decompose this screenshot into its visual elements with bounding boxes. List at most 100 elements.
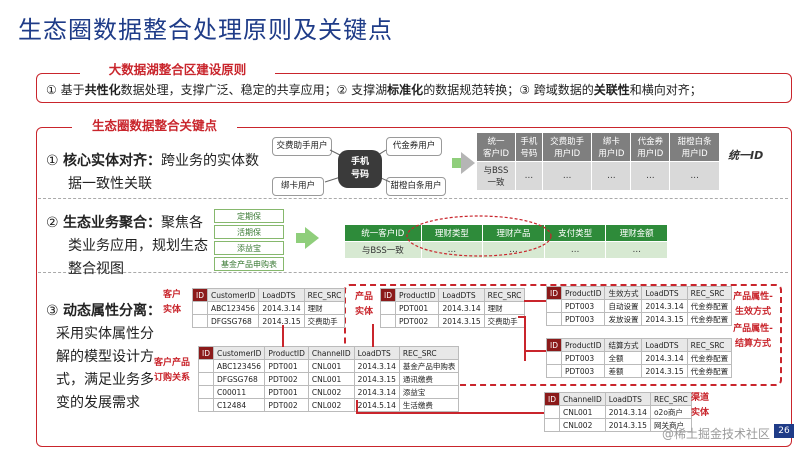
- aggregation-cell: …: [482, 241, 545, 259]
- table-cell: 2014.3.14: [438, 301, 485, 315]
- table-cell: 理财: [483, 301, 526, 315]
- table-cell: CNL002: [559, 418, 606, 432]
- table-header-cell: ID: [546, 286, 562, 300]
- connector-line: [524, 300, 546, 302]
- section3-label: ③ 动态属性分离：: [46, 303, 162, 319]
- table-cell: 添益宝: [398, 385, 460, 399]
- table-cell: PDT003: [560, 351, 606, 365]
- unified-id-header-cell: 交费助手用户ID: [541, 132, 593, 162]
- principle-box: [36, 73, 792, 103]
- table-cell: 通讯缴费: [398, 372, 460, 386]
- customer-entity-label: 客户实体: [162, 290, 181, 315]
- table-cell: DFGSG768: [206, 314, 260, 328]
- table-cell: CNL001: [307, 359, 355, 373]
- divider: [38, 198, 788, 199]
- principle-text-part: 和横向对齐；: [629, 83, 702, 97]
- entity-chip: 代金券用户: [386, 137, 442, 156]
- connector-line: [524, 350, 546, 352]
- table-cell: 交费助手: [303, 314, 346, 328]
- table-header-cell: LoadDTS: [438, 288, 485, 302]
- section3-desc: 采用实体属性分解的模型设计方式，满足业务多变的发展需求: [56, 326, 154, 411]
- connector-line: [518, 316, 526, 318]
- aggregation-header-cell: 统一客户ID: [344, 224, 422, 242]
- table-cell: o2o商户: [649, 405, 692, 419]
- table-cell: PDT002: [264, 398, 309, 412]
- unified-id-header-cell: 统一客户ID: [476, 132, 516, 162]
- connector-line: [282, 325, 284, 347]
- table-cell: 2014.5.14: [353, 398, 400, 412]
- business-item: 添益宝: [214, 241, 284, 255]
- business-item: 定期保: [214, 209, 284, 223]
- table-cell: CNL002: [307, 398, 355, 412]
- table-cell: 2014.3.15: [604, 418, 651, 432]
- principle-header: 大数据湖整合区建设原则: [80, 61, 275, 78]
- page-number: 26: [774, 424, 794, 438]
- table-cell: 1: [198, 359, 214, 373]
- table-header-cell: ProductID: [560, 338, 606, 352]
- key-points-box: [36, 127, 792, 447]
- table-cell: 2014.3.15: [353, 372, 400, 386]
- table-header-cell: REC_SRC: [483, 288, 526, 302]
- section1-desc: 跨业务的实体数: [161, 153, 260, 169]
- arrow-right-icon: [461, 152, 475, 174]
- table-header-cell: CustomerID: [212, 346, 266, 360]
- unified-id-cell: …: [541, 161, 593, 191]
- table-cell: PDT001: [264, 359, 309, 373]
- unified-id-header-cell: 甜橙白条用户ID: [669, 132, 720, 162]
- table-cell: 发放设置: [604, 312, 643, 326]
- unified-id-header-cell: 手机号码: [514, 132, 543, 162]
- table-cell: 1: [544, 405, 560, 419]
- table-cell: 基金产品申购表: [398, 359, 460, 373]
- principle-keyword: 共性化: [84, 83, 121, 97]
- table-cell: CNL002: [307, 385, 355, 399]
- table-cell: 2014.3.14: [353, 359, 400, 373]
- aggregation-header-cell: 理财金额: [605, 224, 668, 242]
- table-cell: 自动设置: [604, 299, 643, 313]
- table-cell: 1: [192, 301, 208, 315]
- unified-id-header-cell: 绑卡用户ID: [591, 132, 632, 162]
- watermark: @稀土掘金技术社区: [661, 427, 770, 441]
- table-cell: 理财: [303, 301, 346, 315]
- unified-id-cell: …: [669, 161, 720, 191]
- aggregation-header-cell: 理财类型: [420, 224, 484, 242]
- table-header-cell: CustomerID: [206, 288, 260, 302]
- arrow-tail: [452, 158, 462, 168]
- principle-text: ① 基于共性化数据处理，支撑广泛、稳定的共享应用；② 支撑湖标准化的数据规范转换…: [46, 81, 702, 98]
- business-item: 活期保: [214, 225, 284, 239]
- product-entity-label: 产品实体: [354, 292, 373, 317]
- table-header-cell: ID: [198, 346, 214, 360]
- highlight-ellipse: [406, 215, 552, 257]
- table-cell: 2014.3.14: [604, 405, 651, 419]
- table-header-cell: LoadDTS: [641, 338, 688, 352]
- table-cell: 3: [198, 385, 214, 399]
- table-cell: 代金券配置: [686, 364, 733, 378]
- table-header-cell: ID: [544, 392, 560, 406]
- key-points-header: 生态圈数据整合关键点: [72, 117, 237, 134]
- unified-id-cell: …: [630, 161, 671, 191]
- table-header-cell: ID: [546, 338, 562, 352]
- section1-title: 核心实体对齐：: [63, 153, 162, 169]
- business-list: 定期保 活期保 添益宝 基金产品申购表: [214, 209, 284, 273]
- business-item: 基金产品申购表: [214, 257, 284, 271]
- aggregation-cell: …: [543, 241, 607, 259]
- table-header-cell: ProductID: [264, 346, 309, 360]
- entity-chip: 甜橙白条用户: [386, 177, 446, 196]
- table-header-cell: REC_SRC: [649, 392, 692, 406]
- table-header-cell: LoadDTS: [604, 392, 651, 406]
- unified-id-header-cell: 代金券用户ID: [630, 132, 671, 162]
- table-cell: 网关商户: [649, 418, 692, 432]
- table-cell: 2014.3.15: [258, 314, 305, 328]
- table-cell: 2014.3.15: [641, 312, 688, 326]
- connector-line: [372, 324, 374, 347]
